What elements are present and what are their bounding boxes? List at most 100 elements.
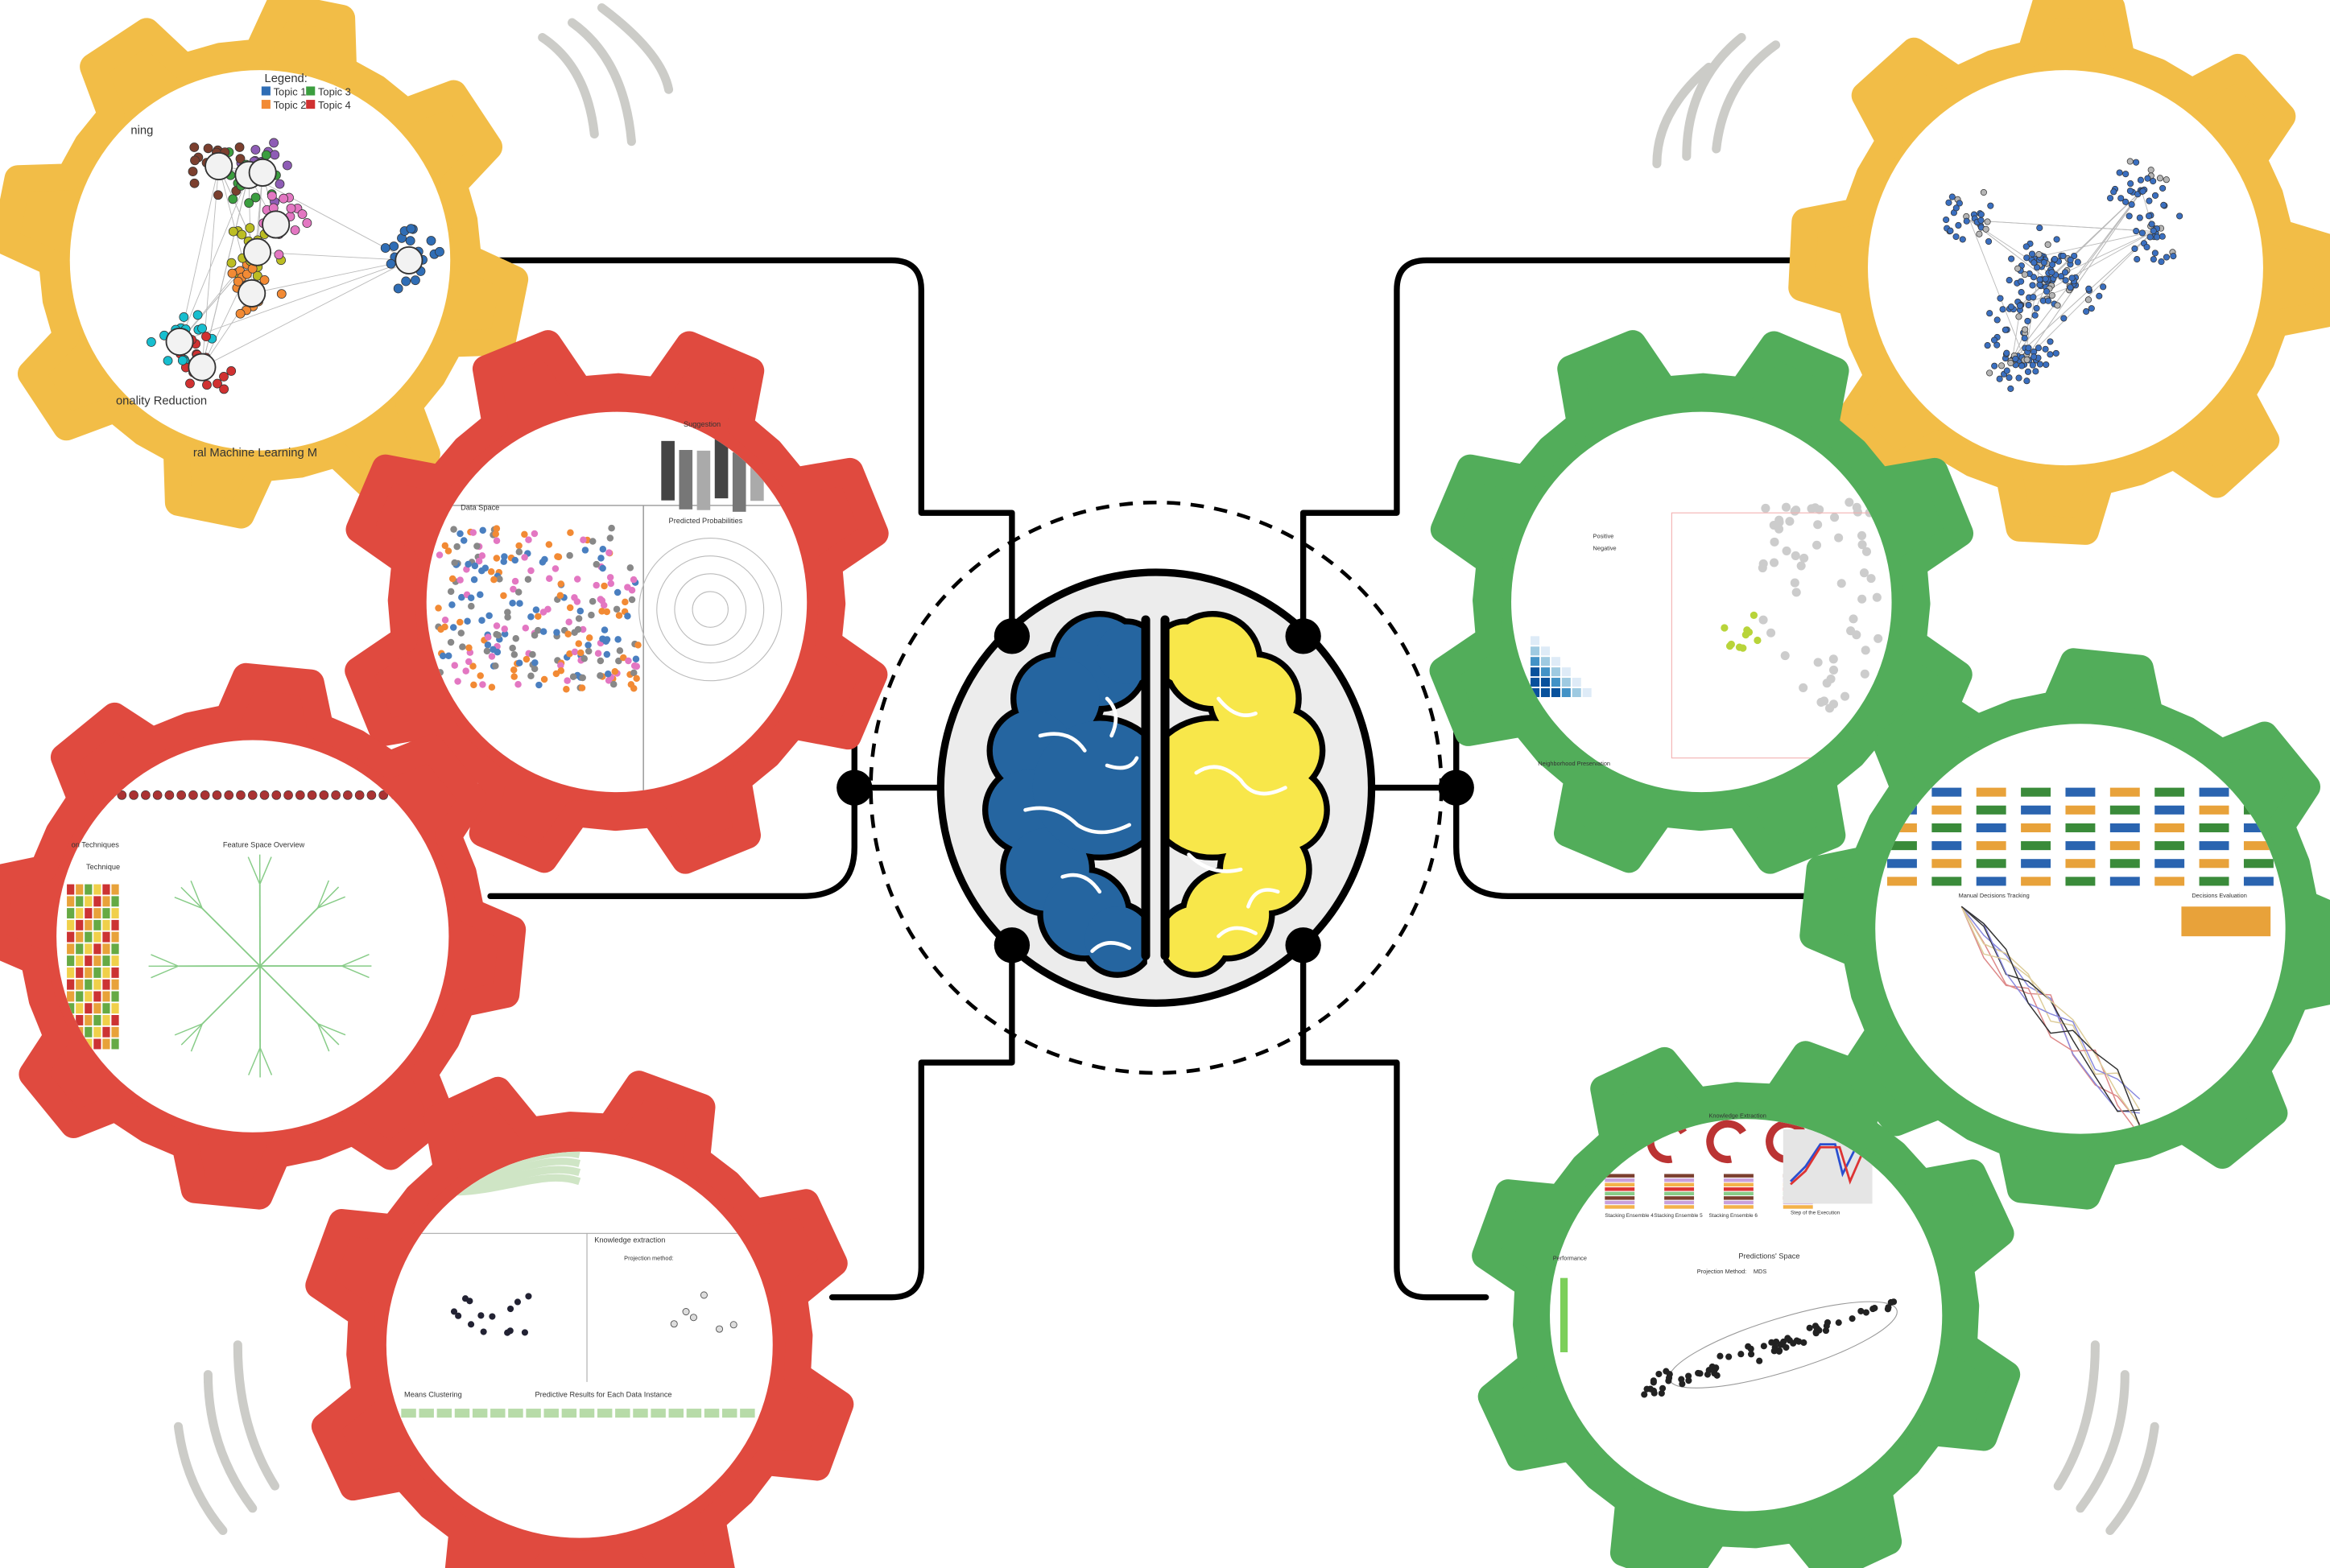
- network-node: [1963, 217, 1970, 225]
- network-node: [2126, 158, 2134, 165]
- data-point: [1650, 1389, 1658, 1397]
- network-node: [2048, 291, 2055, 299]
- network-node: [2047, 338, 2054, 345]
- data-point: [574, 625, 582, 633]
- data-point: [567, 529, 574, 536]
- data-point: [477, 672, 484, 679]
- network-node: [233, 276, 243, 287]
- data-point: [1712, 1364, 1720, 1372]
- data-point: [552, 565, 560, 572]
- gear-text: Projection method:: [624, 1255, 674, 1262]
- data-point: [483, 647, 491, 655]
- data-point: [531, 530, 539, 538]
- network-node: [2134, 255, 2141, 263]
- data-point: [449, 624, 457, 631]
- network-node: [177, 355, 188, 365]
- data-point: [532, 606, 540, 613]
- network-node: [2022, 243, 2030, 250]
- data-point: [577, 649, 585, 657]
- data-point: [603, 650, 611, 658]
- network-node: [1977, 217, 1985, 224]
- data-point: [465, 658, 473, 666]
- data-point: [602, 638, 609, 646]
- network-node: [2062, 269, 2069, 276]
- network-node: [2018, 289, 2025, 296]
- network-node: [2126, 213, 2133, 220]
- network-node: [1948, 193, 1956, 200]
- data-point: [1835, 1319, 1842, 1327]
- network-node: [190, 155, 200, 166]
- data-point: [535, 613, 542, 621]
- gear-screenshot: [1550, 1119, 1943, 1512]
- data-point: [593, 560, 601, 568]
- network-node: [2007, 385, 2014, 392]
- data-point: [580, 536, 587, 544]
- data-point: [633, 662, 641, 671]
- network-node: [1980, 188, 1987, 196]
- data-point: [501, 630, 509, 638]
- network-node: [2153, 233, 2161, 241]
- network-node: [2145, 213, 2153, 220]
- data-point: [1771, 1343, 1778, 1351]
- data-point: [451, 662, 459, 669]
- network-node: [235, 154, 246, 164]
- data-point: [565, 618, 572, 625]
- data-point: [539, 628, 547, 635]
- data-point: [1849, 1315, 1856, 1322]
- data-point: [545, 541, 553, 548]
- network-node: [202, 380, 212, 390]
- data-point: [456, 618, 464, 626]
- network-node: [2006, 277, 2013, 284]
- network-node: [426, 236, 436, 246]
- data-point: [469, 662, 477, 670]
- network-node: [2035, 251, 2043, 258]
- data-point: [604, 670, 612, 678]
- network-node: [2008, 255, 2015, 262]
- network-node: [188, 167, 198, 176]
- data-point: [1650, 1377, 1657, 1384]
- data-point: [566, 551, 573, 559]
- data-point: [494, 631, 502, 639]
- network-node: [2029, 361, 2036, 369]
- data-point: [1713, 1372, 1721, 1379]
- network-node: [1986, 310, 1993, 317]
- vibration-waves-bottom-right: [2053, 1340, 2159, 1535]
- network-node: [2040, 259, 2047, 266]
- network-node: [235, 308, 246, 319]
- gear-content: [1943, 158, 2183, 392]
- gear-text: Predictive Results for Each Data Instanc…: [535, 1390, 671, 1398]
- network-node: [2106, 195, 2114, 202]
- gear-text: Performance: [1553, 1255, 1587, 1262]
- gear-text: Predictions' Space: [1738, 1252, 1799, 1261]
- network-node: [189, 178, 200, 188]
- data-point: [493, 555, 501, 562]
- network-node: [219, 384, 229, 394]
- network-node: [2045, 297, 2052, 304]
- network-node: [2146, 233, 2154, 241]
- network-node: [1984, 218, 1991, 225]
- data-point: [598, 608, 605, 615]
- data-point: [615, 612, 623, 619]
- network-node: [380, 243, 390, 253]
- network-node: [227, 268, 238, 279]
- data-point: [490, 576, 498, 584]
- network-node: [2015, 374, 2022, 382]
- vibration-waves-top-left: [538, 3, 674, 146]
- network-node: [1985, 237, 1993, 246]
- gear-screenshot: [426, 411, 808, 793]
- data-point: [541, 555, 548, 563]
- data-point: [496, 576, 503, 583]
- network-node: [275, 179, 285, 189]
- data-point: [600, 601, 608, 609]
- gear-screenshot: [56, 740, 449, 1133]
- data-point: [599, 564, 606, 572]
- data-point: [1779, 1341, 1787, 1348]
- network-node: [386, 258, 396, 269]
- network-node: [2139, 188, 2146, 195]
- data-point: [444, 547, 452, 555]
- data-point: [571, 594, 578, 601]
- data-point: [471, 562, 479, 570]
- network-node: [237, 229, 247, 240]
- data-point: [1824, 1318, 1832, 1327]
- data-point: [632, 655, 640, 663]
